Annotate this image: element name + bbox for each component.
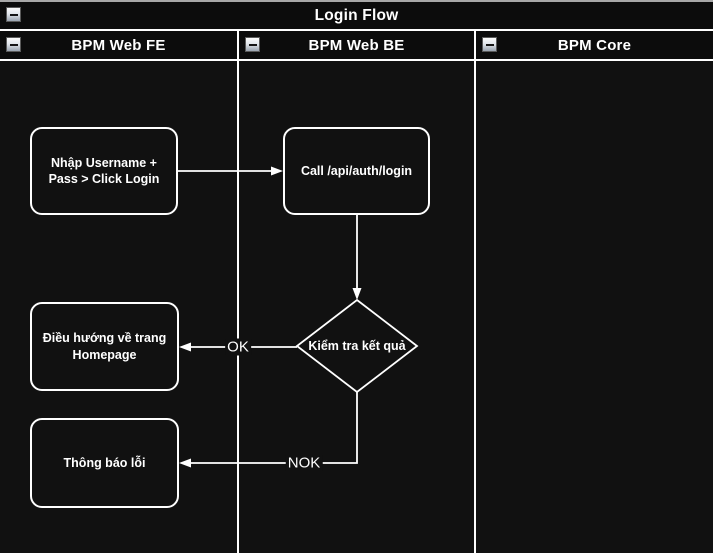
node-check-result-label[interactable]: Kiểm tra kết quả [308, 339, 406, 353]
edge-label-nok[interactable]: NOK [285, 454, 323, 472]
lane-header-bpm-web-fe[interactable]: BPM Web FE [0, 31, 237, 61]
node-show-error[interactable]: Thông báo lỗi [30, 418, 179, 508]
minus-icon [9, 13, 18, 16]
lane-divider-fe-be [237, 31, 239, 553]
arrowhead-right-icon [271, 166, 283, 176]
lane-core-collapse-minus-icon[interactable] [482, 37, 497, 52]
node-label: Điều hướng về trang Homepage [42, 331, 167, 362]
node-input-credentials[interactable]: Nhập Username + Pass > Click Login [30, 127, 178, 215]
pool-collapse-minus-icon[interactable] [6, 7, 21, 22]
arrowhead-down-icon [352, 288, 362, 300]
lane-label-fe: BPM Web FE [71, 36, 166, 54]
lane-divider-be-core [474, 31, 476, 553]
node-label: Thông báo lỗi [63, 455, 146, 470]
pool-title-bar[interactable]: Login Flow [0, 2, 713, 31]
pool-title: Login Flow [314, 6, 399, 24]
arrowhead-left-icon [179, 458, 191, 468]
lane-fe-collapse-minus-icon[interactable] [6, 37, 21, 52]
lane-label-core: BPM Core [557, 36, 632, 54]
node-call-login-api[interactable]: Call /api/auth/login [283, 127, 430, 215]
lane-header-bpm-core[interactable]: BPM Core [476, 31, 713, 61]
lane-be-collapse-minus-icon[interactable] [245, 37, 260, 52]
arrowhead-left-icon [179, 342, 191, 352]
minus-icon [248, 43, 257, 46]
minus-icon [485, 43, 494, 46]
minus-icon [9, 43, 18, 46]
edge-decision-nok-to-error[interactable] [191, 392, 358, 464]
node-redirect-homepage[interactable]: Điều hướng về trang Homepage [30, 302, 179, 391]
node-label: Call /api/auth/login [300, 163, 413, 178]
edge-label-ok[interactable]: OK [225, 338, 251, 356]
pool-bottom-border [0, 553, 713, 555]
node-label: Nhập Username + Pass > Click Login [48, 155, 160, 186]
window-top-edge [0, 0, 713, 2]
lane-header-bpm-web-be[interactable]: BPM Web BE [239, 31, 474, 61]
lane-label-be: BPM Web BE [308, 36, 405, 54]
